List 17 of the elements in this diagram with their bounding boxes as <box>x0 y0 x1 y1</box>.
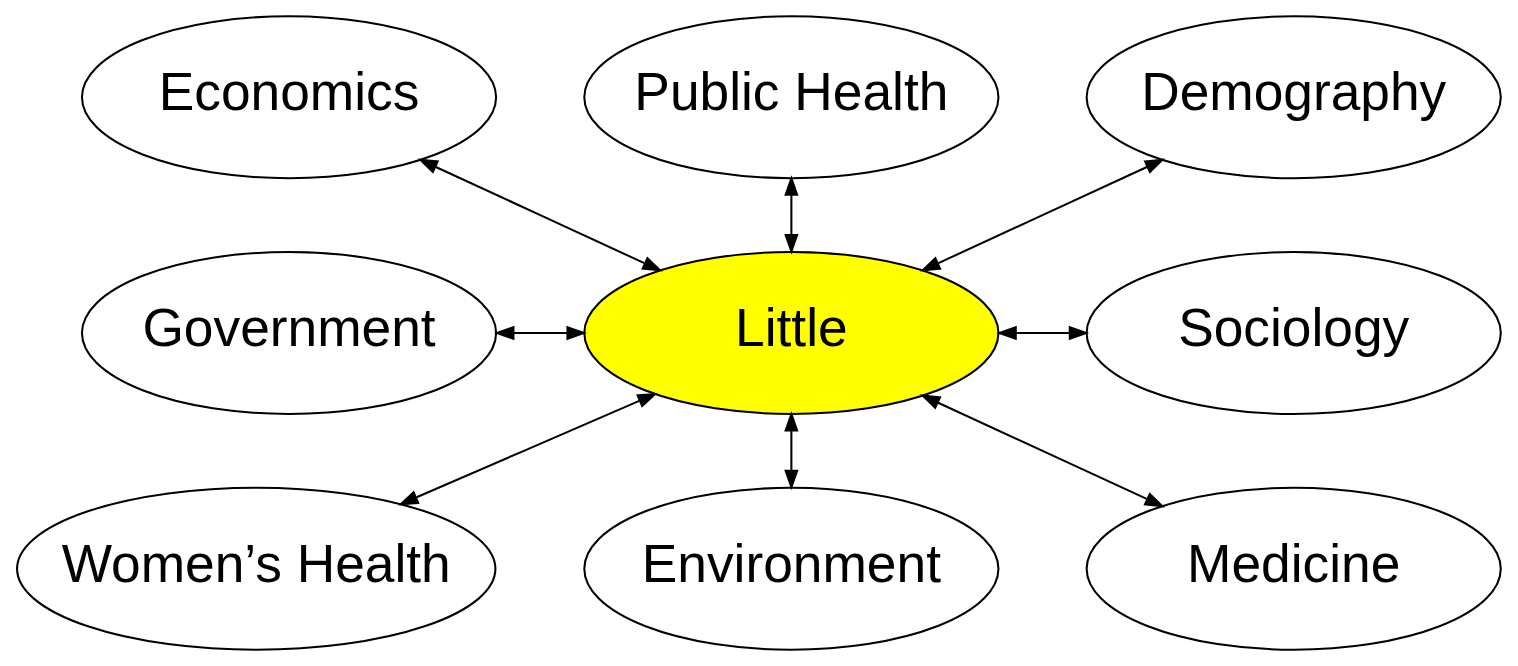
arrow <box>784 411 799 491</box>
node-ellipse: Demography <box>1085 15 1502 180</box>
arrow <box>920 158 1166 272</box>
node-ellipse: Government <box>80 251 498 415</box>
arrow <box>996 325 1090 341</box>
node-ellipse: Environment <box>583 486 1000 651</box>
node-ellipse: Public Health <box>583 15 1000 180</box>
arrow <box>397 392 658 506</box>
node-ellipse: Little <box>583 251 1000 415</box>
arrow <box>493 325 587 341</box>
arrow <box>417 158 663 272</box>
arrow <box>784 175 799 255</box>
node-ellipse: Economics <box>80 15 498 180</box>
node-ellipse: Sociology <box>1085 251 1502 415</box>
node-ellipse: Medicine <box>1085 486 1502 651</box>
node-ellipse: Women’s Health <box>16 486 497 651</box>
arrow <box>919 394 1166 508</box>
